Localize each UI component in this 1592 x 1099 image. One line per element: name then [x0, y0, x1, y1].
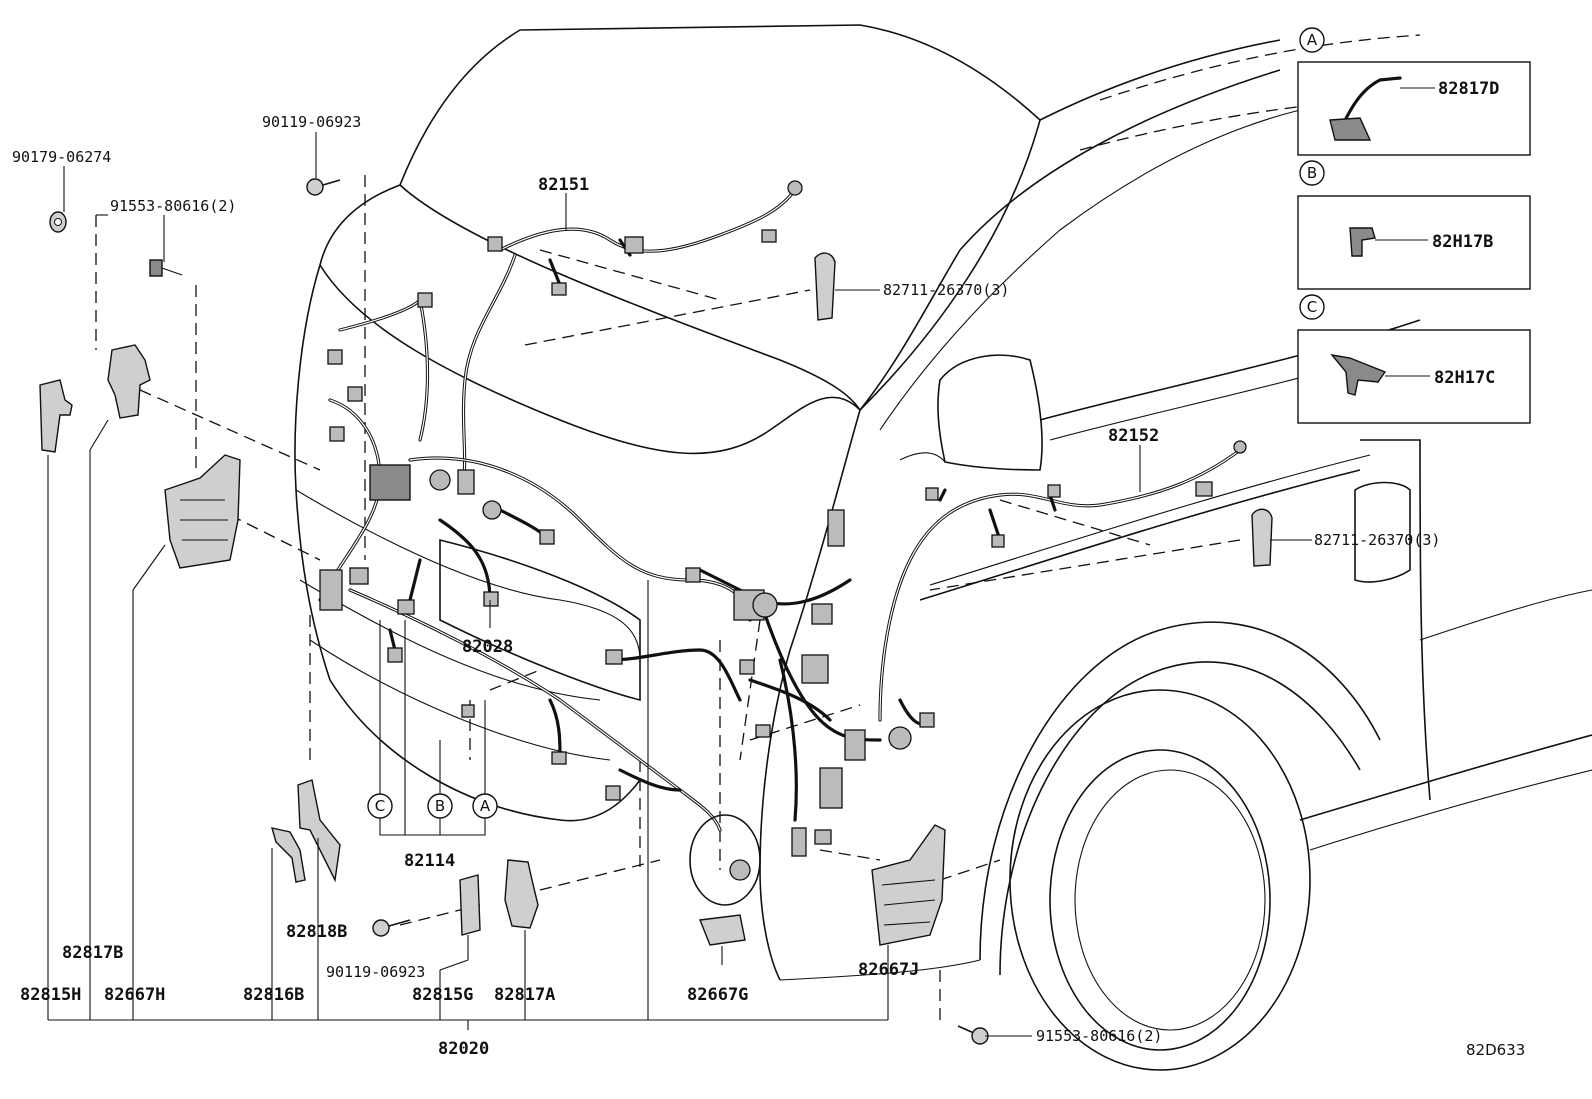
label-82114: 82114 — [404, 851, 455, 871]
harness-connectors — [319, 180, 1247, 906]
inset-c-letter: C — [1307, 298, 1317, 316]
relay-block-82667J-icon — [871, 824, 946, 946]
label-82151: 82151 — [538, 175, 589, 195]
label-82815H: 82815H — [20, 985, 81, 1005]
ref-circle-c-letter: C — [375, 797, 385, 815]
label-90119-06923-top: 90119-06923 — [262, 113, 361, 131]
label-82667J: 82667J — [858, 960, 919, 980]
clamp-82815H-icon — [39, 379, 73, 453]
solid-leaders — [47, 132, 1312, 1037]
label-82817A: 82817A — [494, 985, 555, 1005]
screw-bottom-icon — [372, 919, 411, 937]
connector-82818B-icon — [297, 779, 341, 883]
dashed-leaders — [95, 175, 1241, 1025]
nut-icon — [49, 211, 67, 233]
bolt-bottom-icon — [957, 1025, 989, 1045]
label-90119-06923-bottom: 90119-06923 — [326, 963, 425, 981]
inset-a-letter: A — [1307, 31, 1318, 49]
clip-82711-right-icon — [1251, 508, 1273, 567]
clip-82711-top-icon — [814, 252, 836, 321]
vehicle-body — [294, 24, 1592, 1071]
inset-b: B 82H17B — [1297, 160, 1531, 290]
label-82816B: 82816B — [243, 985, 304, 1005]
label-91553-80616-top: 91553-80616(2) — [110, 197, 236, 215]
bolt-icon — [149, 259, 183, 277]
harness-82151 — [458, 188, 797, 492]
clamp-82815G-icon — [459, 874, 481, 936]
screw-icon — [306, 178, 341, 196]
label-82667H: 82667H — [104, 985, 165, 1005]
parts — [39, 178, 1273, 1045]
bracket-82817A-icon — [504, 859, 539, 929]
label-90179-06274: 90179-06274 — [12, 148, 111, 166]
relay-block-82667H-icon — [164, 454, 241, 569]
inset-b-part-label: 82H17B — [1432, 232, 1493, 252]
relay-82667G-icon — [699, 914, 746, 946]
label-82028: 82028 — [462, 637, 513, 657]
label-82711-top: 82711-26370(3) — [883, 281, 1009, 299]
label-82815G: 82815G — [412, 985, 473, 1005]
inset-c-part-label: 82H17C — [1434, 368, 1495, 388]
ref-circle-a-letter: A — [480, 797, 491, 815]
label-82711-right: 82711-26370(3) — [1314, 531, 1440, 549]
inset-b-letter: B — [1307, 164, 1317, 182]
label-82152: 82152 — [1108, 426, 1159, 446]
label-82020: 82020 — [438, 1039, 489, 1059]
inset-a: A 82817D — [1297, 27, 1531, 156]
label-82817B: 82817B — [62, 943, 123, 963]
part-labels: 90179-06274 91553-80616(2) 90119-06923 8… — [12, 113, 1525, 1059]
clamp-82816B-icon — [271, 827, 306, 883]
ref-circle-b-letter: B — [435, 797, 445, 815]
ref-circle-b — [427, 793, 453, 819]
inset-c: C 82H17C — [1297, 294, 1531, 424]
ref-circle-a — [472, 793, 498, 819]
label-82667G: 82667G — [687, 985, 748, 1005]
label-82818B: 82818B — [286, 922, 347, 942]
diagram-code: 82D633 — [1466, 1041, 1525, 1059]
inset-a-part-label: 82817D — [1438, 79, 1499, 99]
ref-circle-c — [367, 793, 393, 819]
bracket-82817B-icon — [107, 344, 151, 419]
ref-circles: C B A — [367, 793, 498, 819]
harness-main-front — [318, 296, 882, 832]
label-91553-80616-bottom: 91553-80616(2) — [1036, 1027, 1162, 1045]
